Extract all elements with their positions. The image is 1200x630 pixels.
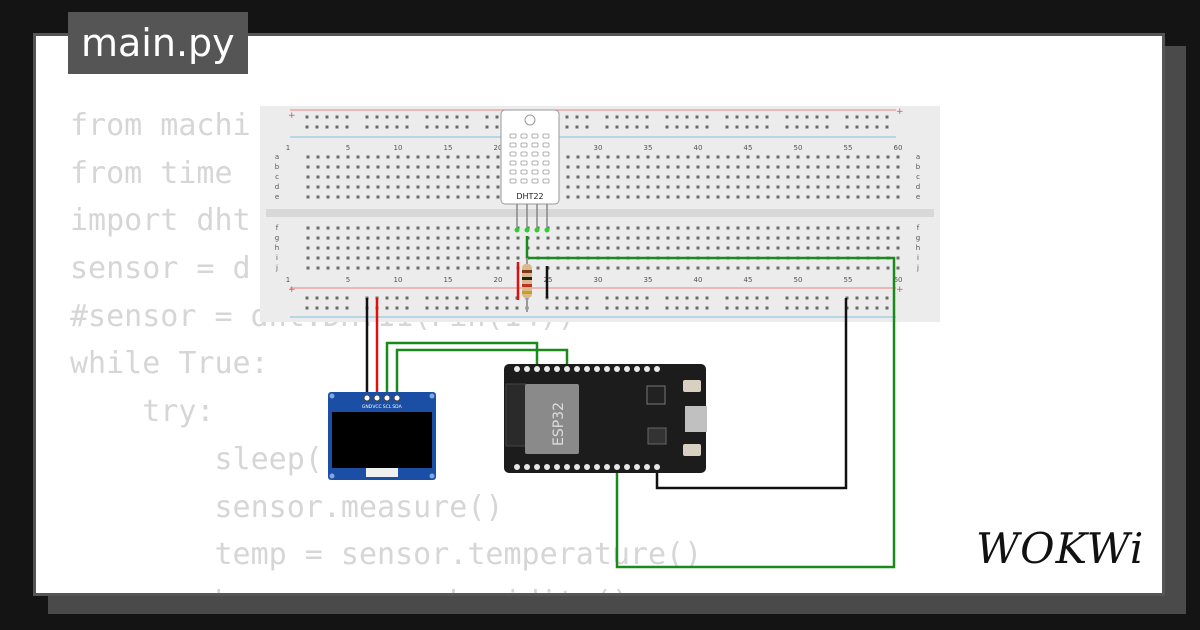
column-number: 1	[286, 144, 290, 152]
row-letter: f	[276, 224, 279, 232]
row-letter: d	[916, 183, 920, 191]
row-letter: h	[275, 244, 279, 252]
row-letter: c	[916, 173, 920, 181]
row-letter: i	[276, 254, 278, 262]
column-number: 10	[394, 144, 403, 152]
row-letter: d	[275, 183, 279, 191]
column-number: 5	[346, 276, 350, 284]
oled-pin-label: SDA	[392, 404, 402, 410]
wire-gnd	[655, 298, 848, 490]
column-number: 60	[894, 144, 903, 152]
column-number: 45	[744, 144, 753, 152]
code-line: hum = sensor.humidity()	[70, 579, 702, 593]
code-line: from time	[70, 155, 233, 191]
oled-pin-label: VCC	[372, 404, 381, 410]
column-number: 50	[794, 144, 803, 152]
esp32-board[interactable]: ESP32	[504, 364, 707, 473]
column-number: 60	[894, 276, 903, 284]
code-line: sensor = d	[70, 251, 251, 287]
wire-dht-data	[525, 236, 896, 569]
code-line: sleep(	[70, 441, 323, 477]
row-letter: b	[916, 163, 921, 171]
column-number: 40	[694, 144, 703, 152]
esp32-label: ESP32	[551, 402, 567, 446]
row-letter: a	[916, 153, 920, 161]
code-line: try:	[70, 394, 215, 430]
column-number: 15	[444, 276, 453, 284]
column-number: 5	[346, 144, 350, 152]
column-number: 10	[394, 276, 403, 284]
code-line: import dht	[70, 203, 251, 239]
code-line: from machi	[70, 108, 251, 143]
column-number: 1	[286, 276, 290, 284]
row-letter: e	[275, 193, 279, 201]
oled-pin-label: GND	[362, 404, 373, 410]
row-letter: b	[275, 163, 280, 171]
column-number: 35	[644, 276, 653, 284]
row-letter: j	[916, 264, 919, 272]
row-letter: g	[275, 234, 279, 242]
row-letter: h	[916, 244, 920, 252]
row-letter: c	[275, 173, 279, 181]
column-number: 40	[694, 276, 703, 284]
code-line: while True:	[70, 346, 269, 382]
row-letter: i	[917, 254, 919, 262]
row-letter: f	[917, 224, 920, 232]
resistor[interactable]	[522, 258, 532, 312]
wire-oled-scl	[385, 341, 539, 398]
rail-plus-bottom-right: +	[896, 285, 904, 295]
breadboard-center-channel	[266, 209, 934, 217]
column-number: 50	[794, 276, 803, 284]
breadboard-labels: 1155101015152020252530303535404045455050…	[275, 144, 921, 284]
column-number: 30	[594, 276, 603, 284]
rail-plus-top-right: +	[896, 107, 904, 117]
column-number: 15	[444, 144, 453, 152]
column-number: 20	[494, 276, 503, 284]
column-number: 30	[594, 144, 603, 152]
column-number: 20	[494, 144, 503, 152]
column-number: 55	[844, 144, 853, 152]
column-number: 35	[644, 144, 653, 152]
wokwi-logo: WOKWi	[976, 524, 1145, 573]
row-letter: g	[916, 234, 920, 242]
column-number: 45	[744, 276, 753, 284]
wire-oled-sda	[395, 348, 569, 398]
dht22-sensor[interactable]: DHT22	[500, 109, 560, 233]
row-letter: e	[916, 193, 920, 201]
rail-plus-bottom: +	[288, 285, 296, 295]
oled-pin-label: SCL	[383, 404, 392, 410]
row-letter: a	[275, 153, 279, 161]
rail-plus-top: +	[288, 111, 296, 121]
dht22-label: DHT22	[516, 192, 543, 201]
code-line: sensor.measure()	[70, 489, 504, 525]
column-number: 55	[844, 276, 853, 284]
file-tab[interactable]: main.py	[68, 12, 248, 74]
row-letter: j	[275, 264, 278, 272]
